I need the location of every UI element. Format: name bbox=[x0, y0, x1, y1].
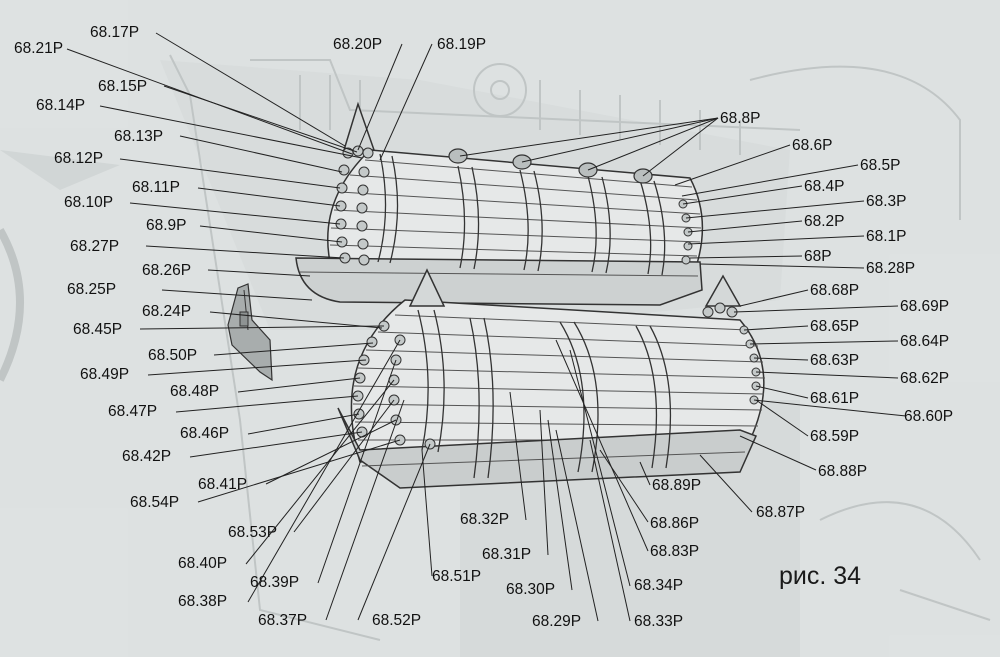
figure-caption: рис. 34 bbox=[779, 562, 862, 590]
part-label: 68.49P bbox=[80, 366, 129, 383]
part-label: 68.4P bbox=[804, 178, 845, 195]
part-label: 68.6P bbox=[792, 137, 833, 154]
part-label: 68.59P bbox=[810, 428, 859, 445]
part-label: 68.8P bbox=[720, 110, 761, 127]
part-label: 68.41P bbox=[198, 476, 247, 493]
part-label: 68.40P bbox=[178, 555, 227, 572]
part-label: 68.34P bbox=[634, 577, 683, 594]
part-label: 68.39P bbox=[250, 574, 299, 591]
part-label: 68.37P bbox=[258, 612, 307, 629]
upper-boat bbox=[295, 101, 704, 306]
part-label: 68.5P bbox=[860, 157, 901, 174]
part-label: 68.64P bbox=[900, 333, 949, 350]
part-label: 68.60P bbox=[904, 408, 953, 425]
part-label: 68.29P bbox=[532, 613, 581, 630]
lower-boat bbox=[337, 268, 766, 489]
part-label: 68.2P bbox=[804, 213, 845, 230]
part-label: 68.9P bbox=[146, 217, 187, 234]
part-label: 68.32P bbox=[460, 511, 509, 528]
part-label: 68.25P bbox=[67, 281, 116, 298]
part-labels: 68.17P 68.21P 68.15P 68.14P 68.13P 68.12… bbox=[14, 24, 953, 630]
part-label: 68.63P bbox=[810, 352, 859, 369]
part-label: 68.30P bbox=[506, 581, 555, 598]
part-label: 68.17P bbox=[90, 24, 139, 41]
part-label: 68.26P bbox=[142, 262, 191, 279]
part-label: 68.20P bbox=[333, 36, 382, 53]
part-label: 68.1P bbox=[866, 228, 907, 245]
part-label: 68.46P bbox=[180, 425, 229, 442]
leader-lines bbox=[66, 32, 907, 622]
part-label: 68.24P bbox=[142, 303, 191, 320]
part-label: 68.47P bbox=[108, 403, 157, 420]
part-label: 68.65P bbox=[810, 318, 859, 335]
part-label: 68.13P bbox=[114, 128, 163, 145]
part-label: 68.3P bbox=[866, 193, 907, 210]
part-label: 68.83P bbox=[650, 543, 699, 560]
part-label: 68.38P bbox=[178, 593, 227, 610]
part-label: 68.86P bbox=[650, 515, 699, 532]
part-label: 68.15P bbox=[98, 78, 147, 95]
part-label: 68.52P bbox=[372, 612, 421, 629]
part-label: 68.54P bbox=[130, 494, 179, 511]
part-label: 68.33P bbox=[634, 613, 683, 630]
part-label: 68.19P bbox=[437, 36, 486, 53]
part-label: 68.50P bbox=[148, 347, 197, 364]
part-label: 68.42P bbox=[122, 448, 171, 465]
part-label: 68.88P bbox=[818, 463, 867, 480]
part-label: 68.11P bbox=[132, 179, 180, 196]
part-label: 68.48P bbox=[170, 383, 219, 400]
part-label: 68.61P bbox=[810, 390, 859, 407]
part-label: 68.28P bbox=[866, 260, 915, 277]
part-label: 68.21P bbox=[14, 40, 63, 57]
part-label: 68.12P bbox=[54, 150, 103, 167]
part-label: 68.51P bbox=[432, 568, 481, 585]
part-label: 68.10P bbox=[64, 194, 113, 211]
part-label: 68.27P bbox=[70, 238, 119, 255]
part-label: 68.14P bbox=[36, 97, 85, 114]
part-label: 68.53P bbox=[228, 524, 277, 541]
part-label: 68.31P bbox=[482, 546, 531, 563]
part-label: 68.69P bbox=[900, 298, 949, 315]
part-label: 68.45P bbox=[73, 321, 122, 338]
part-label: 68.62P bbox=[900, 370, 949, 387]
part-label: 68.68P bbox=[810, 282, 859, 299]
part-label: 68.89P bbox=[652, 477, 701, 494]
part-label: 68.87P bbox=[756, 504, 805, 521]
part-label: 68P bbox=[804, 248, 832, 265]
